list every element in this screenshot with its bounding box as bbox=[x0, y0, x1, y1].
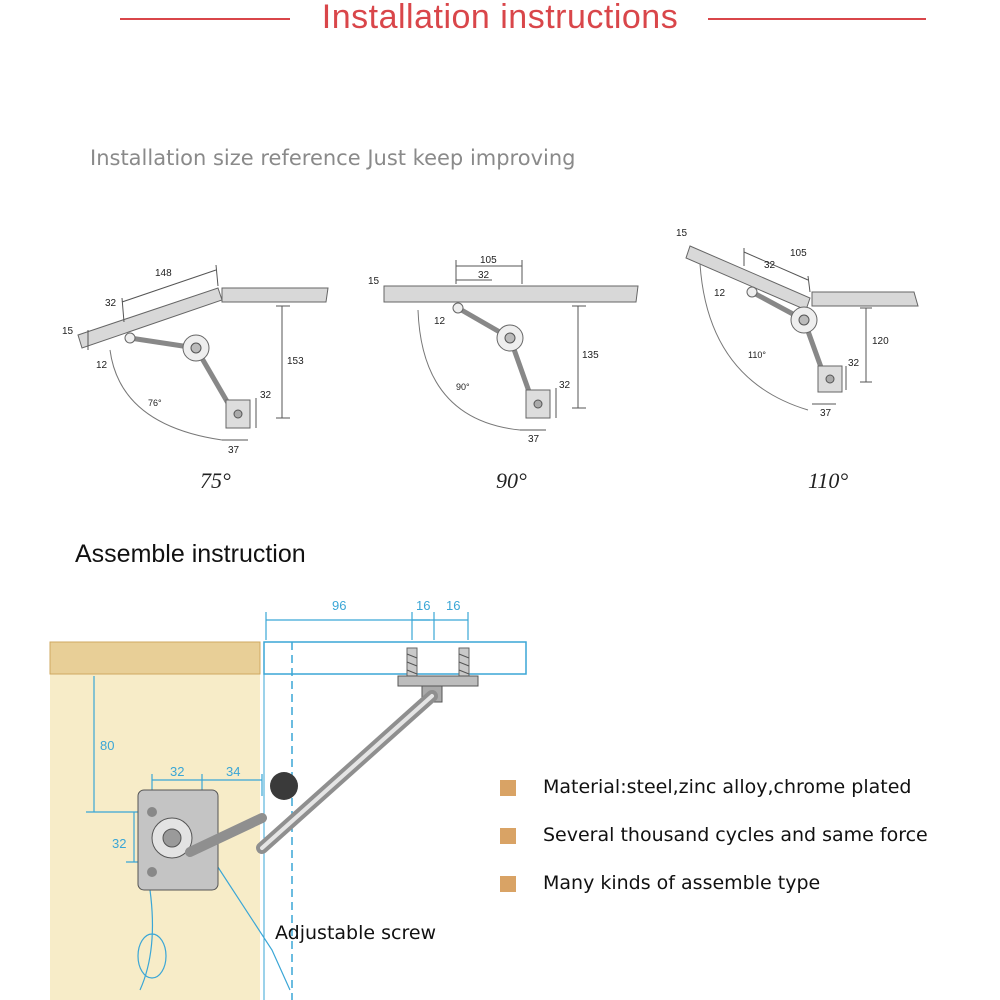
dim-label-16b: 16 bbox=[446, 598, 460, 613]
screws bbox=[406, 647, 470, 683]
feature-bullet-3 bbox=[500, 876, 516, 892]
angle-label-75: 75° bbox=[200, 468, 231, 493]
assemble-title: Assemble instruction bbox=[75, 540, 306, 568]
fixed-panel-110 bbox=[811, 291, 919, 307]
dim-arc-90: 90° bbox=[456, 382, 470, 392]
lid-outline bbox=[263, 641, 527, 675]
fixed-panel-75 bbox=[221, 287, 329, 303]
adjustable-screw-label: Adjustable screw bbox=[275, 922, 437, 944]
feature-bullet-2 bbox=[500, 828, 516, 844]
panel-90 bbox=[383, 285, 639, 303]
dim-bracket-110: 32 bbox=[848, 358, 860, 369]
dim-len-110: 105 bbox=[790, 248, 807, 259]
dim-thick-75: 15 bbox=[62, 326, 74, 337]
diagram-90: 105 32 15 12 135 32 37 90° bbox=[368, 255, 639, 445]
page-title: Installation instructions bbox=[321, 0, 679, 36]
angle-label-90: 90° bbox=[496, 468, 527, 493]
dim-arc-75: 76° bbox=[148, 398, 162, 408]
dim-height-90: 135 bbox=[582, 350, 599, 361]
dim-thick-90: 15 bbox=[368, 276, 380, 287]
dim-label-32: 32 bbox=[170, 764, 184, 779]
dim-height-110: 120 bbox=[872, 336, 889, 347]
dim-label-96: 96 bbox=[332, 598, 346, 613]
dim-offset-90: 12 bbox=[434, 316, 446, 327]
diagram-75: 148 32 15 12 153 32 37 76° bbox=[62, 264, 329, 456]
dim-label-34: 34 bbox=[226, 764, 240, 779]
dim-inner-75: 32 bbox=[105, 298, 117, 309]
feature-bullet-1 bbox=[500, 780, 516, 796]
dim-bracket-90: 32 bbox=[559, 380, 571, 391]
dim-width-75: 37 bbox=[228, 445, 240, 456]
dim-label-80: 80 bbox=[100, 738, 114, 753]
title-rule-right bbox=[708, 18, 926, 20]
angle-label-110: 110° bbox=[808, 468, 849, 493]
dim-width-90: 37 bbox=[528, 434, 540, 445]
dim-inner-90: 32 bbox=[478, 270, 490, 281]
dim-height-75: 153 bbox=[287, 356, 304, 367]
dim-offset-110: 12 bbox=[714, 288, 726, 299]
dim-arc-110: 110° bbox=[748, 350, 766, 360]
link-arm bbox=[185, 813, 267, 857]
dim-label-vert-32: 32 bbox=[112, 836, 126, 851]
dim-inner-110: 32 bbox=[764, 260, 776, 271]
dim-line-105b bbox=[743, 251, 809, 281]
feature-item-3: Many kinds of assemble type bbox=[543, 872, 821, 894]
feature-item-2: Several thousand cycles and same force bbox=[543, 824, 928, 846]
arc-110 bbox=[699, 263, 809, 411]
assemble-diagram: 96 16 16 80 32 34 32 bbox=[49, 598, 527, 1000]
header: Installation instructions bbox=[0, 0, 1000, 40]
diagram-110: 105 32 15 12 120 32 37 110° bbox=[676, 228, 919, 419]
dim-label-16a: 16 bbox=[416, 598, 430, 613]
dim-offset-75: 12 bbox=[96, 360, 108, 371]
damper-disc bbox=[270, 772, 298, 800]
title-rule-left bbox=[120, 18, 290, 20]
dim-len-90: 105 bbox=[480, 255, 497, 266]
cabinet-top-edge bbox=[49, 641, 261, 675]
arc-90 bbox=[417, 309, 521, 431]
dim-width-110: 37 bbox=[820, 408, 832, 419]
mount-plate bbox=[397, 675, 479, 687]
arc-75 bbox=[109, 349, 223, 441]
feature-item-1: Material:steel,zinc alloy,chrome plated bbox=[543, 776, 912, 798]
dim-bracket-75: 32 bbox=[260, 390, 272, 401]
dim-line-148 bbox=[121, 269, 217, 303]
dim-len-75: 148 bbox=[155, 268, 172, 279]
subtitle: Installation size reference Just keep im… bbox=[90, 146, 576, 170]
dim-thick-110: 15 bbox=[676, 228, 688, 239]
